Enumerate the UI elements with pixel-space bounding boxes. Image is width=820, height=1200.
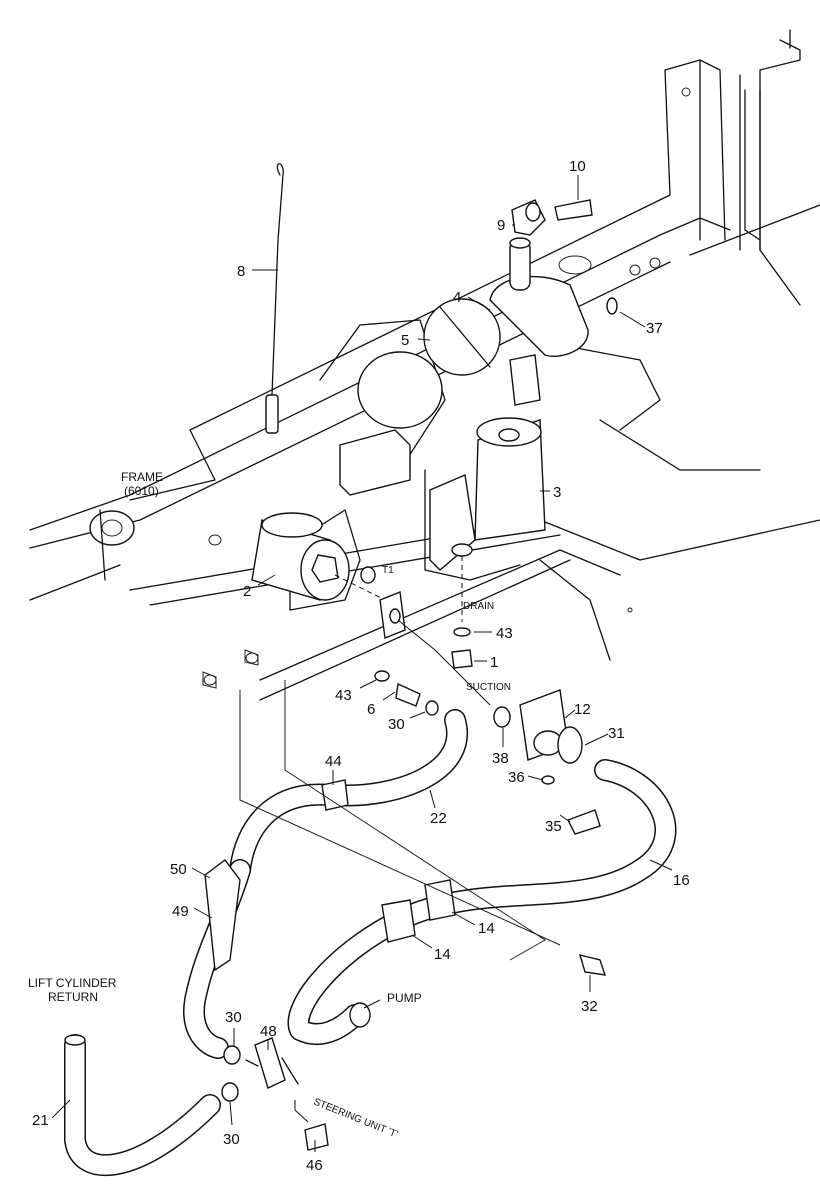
pump-label: PUMP (387, 991, 422, 1005)
callout-3: 3 (553, 484, 561, 501)
t1-label: T1 (382, 565, 394, 576)
frame-structure (29, 29, 820, 701)
hoses (64, 709, 677, 1177)
callout-31: 31 (608, 725, 625, 742)
callout-4: 4 (453, 289, 461, 306)
callout-1: 1 (490, 654, 498, 671)
callout-38: 38 (492, 750, 509, 767)
suction-label: SUCTION (466, 682, 511, 693)
lift-cylinder-label: LIFT CYLINDER (28, 976, 117, 990)
callout-10: 10 (569, 158, 586, 175)
callout-46: 46 (306, 1157, 323, 1174)
callout-2: 2 (243, 583, 251, 600)
callout-14-right: 14 (478, 920, 495, 937)
leader-lines (51, 175, 673, 1152)
callout-48: 48 (260, 1023, 277, 1040)
callouts: 10 9 8 4 37 5 3 2 43 1 43 6 30 12 31 38 … (32, 158, 690, 1174)
callout-6: 6 (367, 701, 375, 718)
callout-5: 5 (401, 332, 409, 349)
callout-37: 37 (646, 320, 663, 337)
callout-35: 35 (545, 818, 562, 835)
callout-9: 9 (497, 217, 505, 234)
clamps (204, 680, 607, 976)
callout-30-tee-upper: 30 (225, 1009, 242, 1026)
callout-22: 22 (430, 810, 447, 827)
return-label: RETURN (48, 990, 98, 1004)
callout-36: 36 (508, 769, 525, 786)
callout-32: 32 (581, 998, 598, 1015)
frame-code-label: (6010) (124, 484, 159, 498)
tank-cover-assembly (423, 199, 618, 406)
callout-30-upper: 30 (388, 716, 405, 733)
callout-14-left: 14 (434, 946, 451, 963)
callout-16: 16 (673, 872, 690, 889)
suction-strainer (251, 512, 511, 728)
callout-12: 12 (574, 701, 591, 718)
frame-label: FRAME (121, 470, 163, 484)
return-filter (451, 417, 546, 669)
callout-44: 44 (325, 753, 342, 770)
flange-assembly (519, 689, 601, 835)
callout-43-suction: 43 (335, 687, 352, 704)
drain-label: DRAIN (463, 601, 494, 612)
callout-8: 8 (237, 263, 245, 280)
callout-50: 50 (170, 861, 187, 878)
callout-49: 49 (172, 903, 189, 920)
callout-21: 21 (32, 1112, 49, 1129)
callout-43-drain: 43 (496, 625, 513, 642)
callout-30-tee-lower: 30 (223, 1131, 240, 1148)
dipstick (265, 163, 284, 434)
